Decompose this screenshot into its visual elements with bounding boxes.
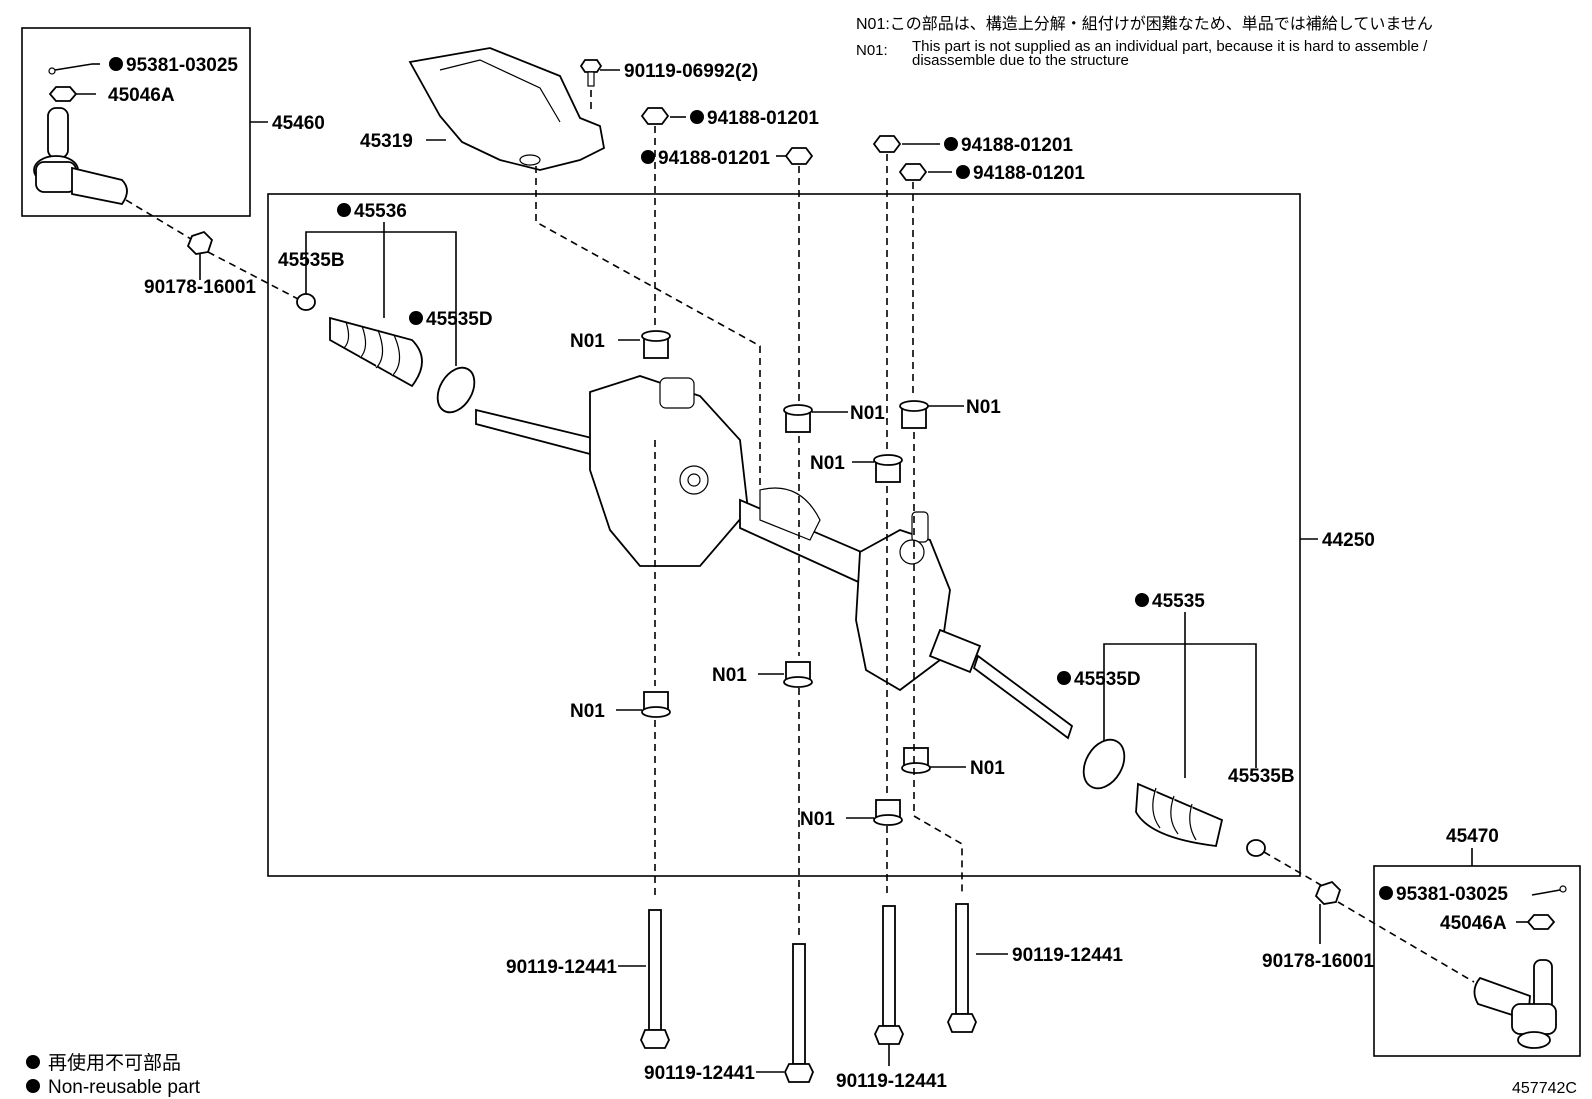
label-94188-a[interactable]: 94188-01201: [707, 108, 819, 129]
label-45535b-left[interactable]: 45535B: [278, 250, 345, 271]
note-en-code: N01:: [856, 42, 888, 59]
label-95381-left[interactable]: 95381-03025: [126, 55, 238, 76]
legend-dot: [26, 1079, 40, 1093]
nut-94188-a: [640, 107, 686, 125]
label-n01-4[interactable]: N01: [966, 397, 1001, 418]
label-45536[interactable]: 45536: [354, 201, 407, 222]
non-reusable-dot: [1379, 886, 1393, 900]
cotter-pin-right: [1531, 885, 1567, 896]
label-45535d-left[interactable]: 45535D: [426, 309, 493, 330]
label-90178-right[interactable]: 90178-16001: [1262, 951, 1374, 972]
label-45535[interactable]: 45535: [1152, 591, 1205, 612]
label-94188-b[interactable]: 94188-01201: [658, 148, 770, 169]
label-45460[interactable]: 45460: [272, 113, 325, 134]
boot-right: [1135, 782, 1224, 847]
non-reusable-dot: [944, 137, 958, 151]
dash-90178-left: [207, 251, 301, 301]
bolt-12441-3: [874, 905, 904, 1045]
non-reusable-dot: [690, 110, 704, 124]
bolt-90119-06992: [579, 59, 603, 87]
label-n01-3[interactable]: N01: [810, 453, 845, 474]
dash-tie-rod-left: [125, 199, 197, 243]
note-en-line1: This part is not supplied as an individu…: [912, 38, 1428, 55]
label-45046a-right[interactable]: 45046A: [1440, 913, 1507, 934]
non-reusable-dot: [1135, 593, 1149, 607]
label-45470[interactable]: 45470: [1446, 826, 1499, 847]
label-bolt-3[interactable]: 90119-12441: [836, 1071, 947, 1092]
label-n01-8[interactable]: N01: [800, 809, 835, 830]
clamp-ring-45535d-left: [436, 366, 476, 414]
nut-94188-c: [872, 135, 940, 153]
dash-shield: [535, 166, 761, 490]
label-bolt-4[interactable]: 90119-12441: [1012, 945, 1123, 966]
bushing-n01-7: [901, 747, 931, 774]
non-reusable-dot: [1057, 671, 1071, 685]
tie-rod-end-right: [1473, 959, 1557, 1049]
nut-45046a-left: [48, 86, 96, 102]
nut-90178-left: [186, 230, 214, 255]
clamp-45535b-right: [1246, 839, 1266, 857]
non-reusable-dot: [409, 311, 423, 325]
bushing-n01-8: [873, 799, 903, 826]
bushing-n01-3: [873, 454, 903, 483]
bolt-12441-1: [640, 909, 670, 1049]
cotter-pin-left: [48, 63, 100, 75]
legend-dot: [26, 1055, 40, 1069]
non-reusable-dot: [956, 165, 970, 179]
tie-rod-end-box-right: [1373, 865, 1581, 1057]
nut-45046a-right: [1516, 914, 1556, 930]
note-en-line2: disassemble due to the structure: [912, 52, 1129, 69]
label-94188-c[interactable]: 94188-01201: [961, 135, 1073, 156]
label-n01-2[interactable]: N01: [850, 403, 885, 424]
dash-lower-d: [913, 432, 963, 896]
bracket-45536: [305, 231, 457, 366]
bushing-n01-6: [641, 691, 671, 718]
label-n01-7[interactable]: N01: [970, 758, 1005, 779]
label-n01-5[interactable]: N01: [712, 665, 747, 686]
label-95381-right[interactable]: 95381-03025: [1396, 884, 1508, 905]
label-45535d-right[interactable]: 45535D: [1074, 669, 1141, 690]
bushing-n01-2: [783, 404, 813, 433]
label-n01-1[interactable]: N01: [570, 331, 605, 352]
non-reusable-dot: [641, 150, 655, 164]
clamp-ring-45535d-right: [1082, 738, 1126, 790]
bushing-n01-1: [641, 330, 671, 359]
label-bolt-2[interactable]: 90119-12441: [644, 1063, 755, 1084]
label-45046a-left[interactable]: 45046A: [108, 85, 175, 106]
note-jp: N01:この部品は、構造上分解・組付けが困難なため、単品では補給していません: [856, 15, 1433, 33]
boot-left: [329, 316, 423, 388]
nut-94188-d: [898, 163, 952, 181]
legend-jp: 再使用不可部品: [48, 1052, 181, 1074]
nut-90178-right: [1314, 880, 1342, 905]
label-44250[interactable]: 44250: [1322, 530, 1375, 551]
label-94188-d[interactable]: 94188-01201: [973, 163, 1085, 184]
label-90119-06992[interactable]: 90119-06992(2): [624, 61, 758, 82]
bolt-12441-2: [784, 943, 814, 1083]
tie-rod-end-left: [33, 107, 128, 205]
dash-90178-right: [1263, 851, 1327, 889]
label-45319[interactable]: 45319: [360, 131, 413, 152]
bushing-n01-5: [783, 661, 813, 688]
bushing-n01-4: [899, 400, 929, 429]
steering-rack: [475, 375, 1074, 740]
dash-tie-rod-right: [1337, 901, 1475, 983]
label-45535b-right[interactable]: 45535B: [1228, 766, 1295, 787]
nut-94188-b: [776, 147, 814, 165]
clamp-45535b-left: [296, 293, 316, 311]
bracket-45535: [1103, 643, 1257, 768]
label-n01-6[interactable]: N01: [570, 701, 605, 722]
shield-45319: [408, 47, 606, 171]
non-reusable-dot: [337, 203, 351, 217]
label-90178-left[interactable]: 90178-16001: [144, 277, 256, 298]
diagram-id: 457742C: [1512, 1080, 1577, 1097]
legend-en: Non-reusable part: [48, 1077, 201, 1098]
non-reusable-dot: [109, 57, 123, 71]
assembly-frame-44250: [267, 193, 1301, 877]
bolt-12441-4: [947, 903, 977, 1033]
label-bolt-1[interactable]: 90119-12441: [506, 957, 617, 978]
